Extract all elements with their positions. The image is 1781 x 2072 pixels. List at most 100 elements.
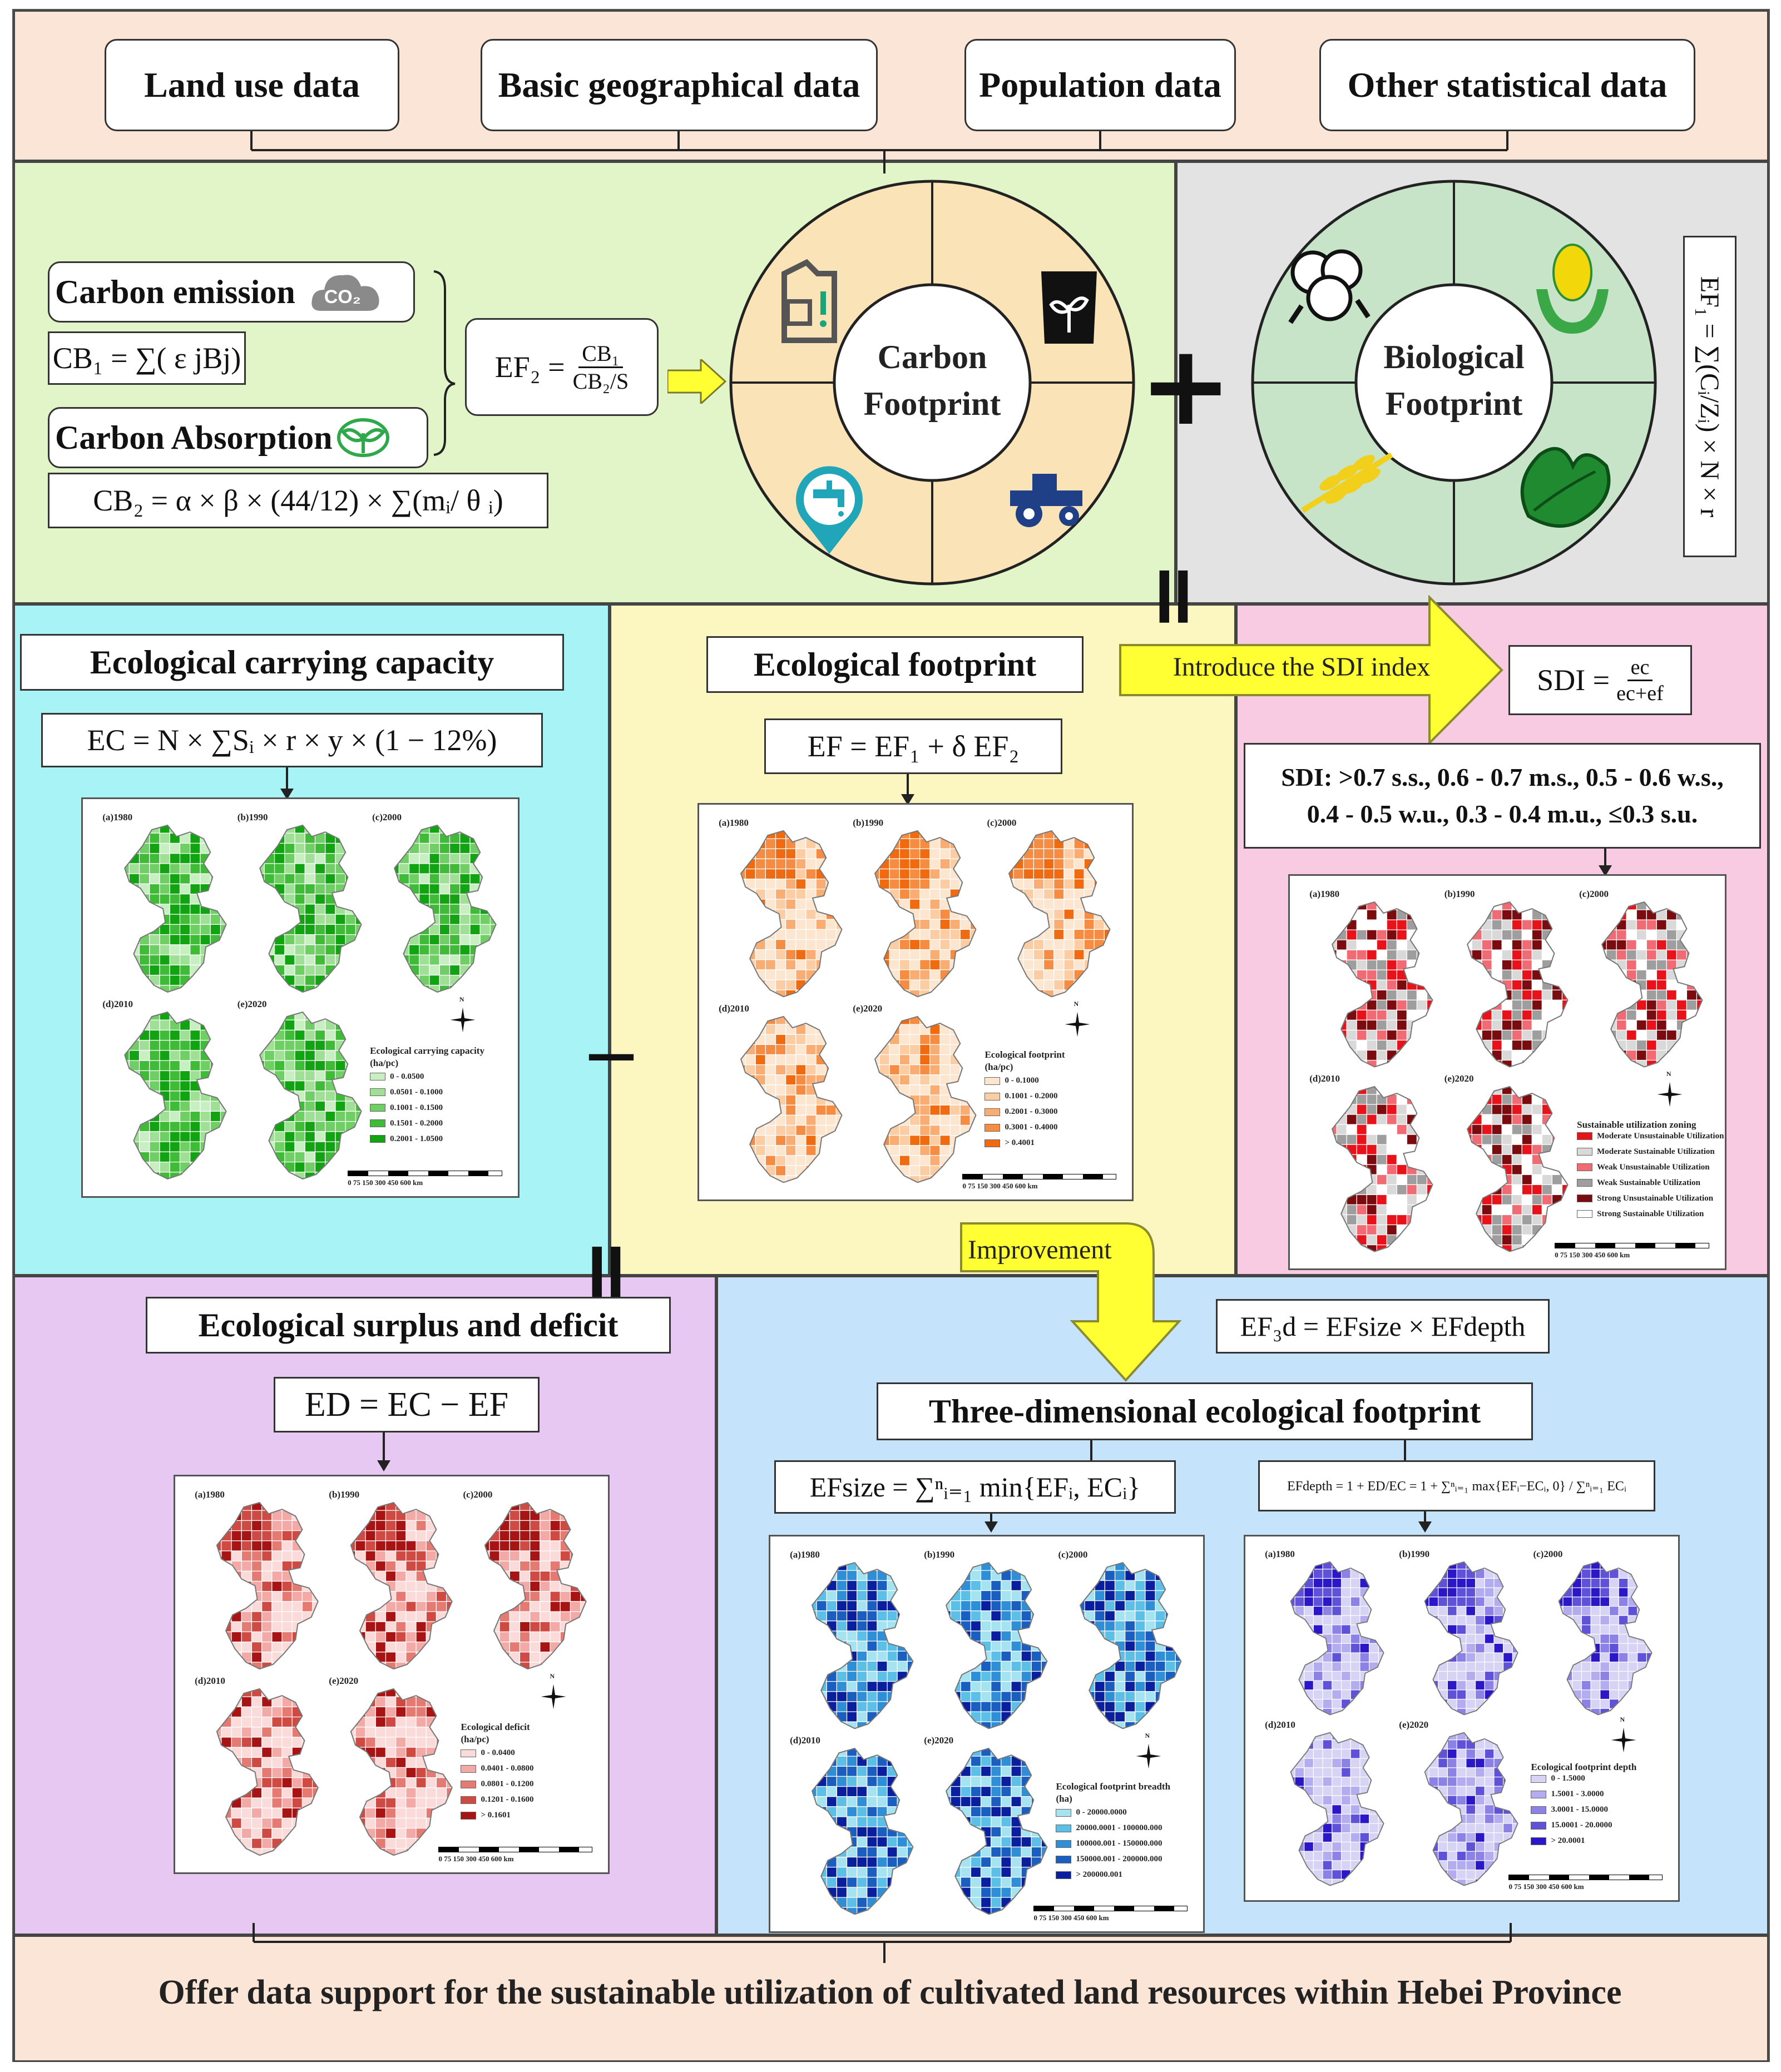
province-map: [1080, 1562, 1183, 1729]
province-map: [1332, 901, 1433, 1068]
map-year-label: (c)2000: [372, 812, 402, 823]
corn-icon: [1536, 244, 1609, 334]
legend-item: 3.0001 - 15.0000: [1531, 1805, 1608, 1815]
map-year-label: (b)1990: [853, 817, 884, 829]
ef1-formula: EF₁ = ∑(Cᵢ/Zᵢ) × N × r: [1683, 236, 1737, 557]
province-map: [1466, 901, 1569, 1068]
province-map: [124, 825, 227, 993]
province-map: [1601, 901, 1703, 1068]
north-label: N: [1666, 1070, 1671, 1078]
legend-item: 1.5001 - 3.0000: [1531, 1790, 1604, 1799]
conclusion-text: Offer data support for the sustainable u…: [158, 1974, 1622, 2011]
north-arrow-icon: [450, 1007, 476, 1033]
map-year-label: (b)1990: [924, 1549, 955, 1560]
province-map: [124, 1011, 227, 1180]
scale-bar: [438, 1847, 592, 1852]
map-year-label: (d)2010: [195, 1676, 225, 1686]
carrying-capacity-formula: EC = N × ∑Sᵢ × r × y × (1 − 12%): [41, 713, 543, 767]
map-year-label: (e)2020: [329, 1676, 359, 1686]
province-map: [946, 1562, 1048, 1729]
carbon-emission-box: Carbon emission CO₂: [48, 261, 415, 323]
scale-ticks: 0 75 150 300 450 600 km: [348, 1178, 423, 1187]
map-year-label: (e)2020: [237, 999, 267, 1009]
legend-unit: (ha/pc): [370, 1057, 399, 1068]
legend-item: 0.0801 - 0.1200: [461, 1779, 533, 1789]
scale-bar: [348, 1171, 502, 1176]
map-year-label: (e)2020: [924, 1735, 954, 1746]
legend-item: > 0.4001: [985, 1138, 1035, 1148]
minus-sign: —: [586, 1025, 636, 1083]
map-year-label: (d)2010: [719, 1003, 749, 1014]
legend-item: 15.0001 - 20.0000: [1531, 1821, 1612, 1830]
sdi-formula: SDI = ec ec+ef: [1508, 645, 1692, 715]
legend-item: 0.1201 - 0.1600: [461, 1795, 533, 1805]
map-year-label: (a)1980: [1265, 1548, 1295, 1559]
province-map: [1008, 830, 1111, 998]
map-year-label: (a)1980: [1309, 889, 1340, 900]
surplus-deficit-formula: ED = EC − EF: [274, 1377, 540, 1432]
north-label: N: [1073, 1000, 1079, 1008]
map-year-label: (d)2010: [1309, 1073, 1340, 1084]
equals-sign-bottom: =: [560, 1238, 657, 1308]
footprint-title: Ecological footprint: [706, 636, 1084, 693]
map-year-label: (e)2020: [1399, 1719, 1429, 1730]
map-year-label: (d)2010: [1265, 1719, 1295, 1730]
three-d-title: Three-dimensional ecological footprint: [877, 1382, 1533, 1440]
legend-unit: (ha/pc): [985, 1062, 1013, 1073]
map-year-label: (c)2000: [1579, 889, 1609, 900]
province-map: [740, 830, 843, 998]
map-year-label: (a)1980: [102, 812, 133, 823]
legend-item: 0.3001 - 0.4000: [985, 1123, 1057, 1132]
footprint-formula: EF = EF₁ + δ EF₂: [764, 718, 1062, 774]
scale-bar: [1508, 1875, 1663, 1880]
sdi-classes: SDI: >0.7 s.s., 0.6 - 0.7 m.s., 0.5 - 0.…: [1244, 743, 1761, 849]
cb1-formula: CB₁ = ∑( ε jBj): [48, 331, 246, 385]
water-tap-pin-icon: [796, 466, 863, 554]
input-land-use-data: Land use data: [105, 39, 399, 131]
province-map: [874, 830, 977, 998]
legend-unit: (ha): [1056, 1793, 1072, 1805]
legend-item: > 20.0001: [1531, 1836, 1585, 1846]
province-map: [1290, 1732, 1384, 1886]
carbon-absorption-box: Carbon Absorption: [48, 407, 428, 468]
tractor-icon: [1010, 474, 1082, 527]
scale-ticks: 0 75 150 300 450 600 km: [1508, 1882, 1584, 1891]
legend-item: Weak Sustainable Utilization: [1577, 1178, 1700, 1188]
map-year-label: (b)1990: [237, 812, 268, 823]
map-year-label: (a)1980: [790, 1549, 820, 1560]
province-map: [812, 1747, 914, 1915]
province-map: [394, 825, 497, 993]
scale-ticks: 0 75 150 300 450 600 km: [438, 1855, 514, 1863]
map-year-label: (a)1980: [719, 817, 749, 829]
map-year-label: (d)2010: [102, 999, 133, 1009]
input-population-data: Population data: [964, 39, 1236, 131]
north-label: N: [1620, 1716, 1625, 1724]
legend-item: Strong Unsustainable Utilization: [1577, 1194, 1713, 1203]
legend-title: Ecological footprint breadth: [1056, 1781, 1171, 1792]
legend-item: 0.0501 - 0.1000: [370, 1088, 443, 1097]
cotton-icon: [1288, 249, 1371, 324]
legend-item: 0 - 20000.0000: [1056, 1808, 1127, 1817]
legend-item: 0 - 0.1000: [985, 1076, 1039, 1085]
scale-bar: [1555, 1243, 1709, 1248]
legend-item: 20000.0001 - 100000.000: [1056, 1823, 1162, 1833]
province-map: [1332, 1085, 1433, 1252]
legend-item: Strong Sustainable Utilization: [1577, 1210, 1704, 1219]
sdi-arrow-label: Introduce the SDI index: [1173, 652, 1431, 682]
wheat-icon: [1301, 452, 1393, 513]
map-year-label: (a)1980: [195, 1489, 225, 1500]
legend-item: > 200000.001: [1056, 1870, 1122, 1880]
north-arrow-icon: [1064, 1012, 1090, 1037]
spinach-icon: [1520, 447, 1611, 528]
province-map: [216, 1502, 319, 1670]
arrow-to-carbon-footprint: [667, 359, 727, 404]
improvement-arrow: [960, 1222, 1181, 1382]
province-map: [874, 1015, 977, 1183]
carbon-emission-label: Carbon emission: [55, 273, 295, 310]
province-map: [484, 1502, 587, 1670]
